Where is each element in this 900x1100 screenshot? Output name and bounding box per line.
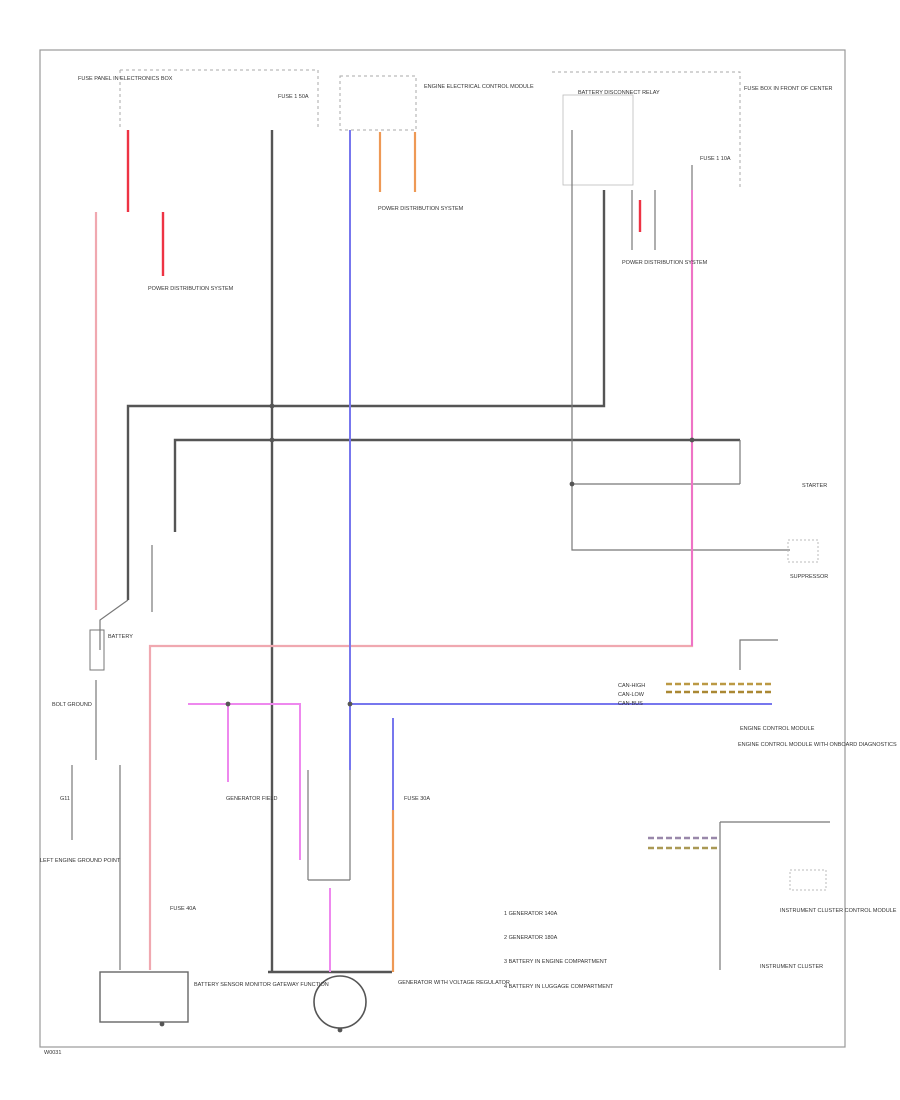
legend-item-1: 1 GENERATOR 140A	[504, 911, 558, 917]
label-inst-cl: INSTRUMENT CLUSTER	[760, 964, 823, 970]
label-suppressor: SUPPRESSOR	[790, 574, 828, 580]
label-fuse-r: FUSE 1 10A	[700, 156, 731, 162]
label-fuse-c: FUSE 30A	[404, 796, 430, 802]
suppressor-box	[787, 539, 819, 563]
splice-dots	[159, 403, 695, 1033]
relay-inner-box	[562, 94, 634, 186]
label-tr-relay: BATTERY DISCONNECT RELAY	[578, 90, 660, 96]
blue-wires	[349, 130, 772, 810]
label-g11: G11	[60, 796, 70, 802]
label-starter: STARTER	[802, 483, 827, 489]
ecu-component-box	[339, 75, 417, 131]
label-fuse-b: FUSE 40A	[170, 906, 196, 912]
label-can-high: CAN-HIGH	[618, 683, 645, 689]
label-can-bus: CAN-BUS	[618, 701, 643, 707]
label-ecu-box: ENGINE ELECTRICAL CONTROL MODULE	[424, 84, 534, 90]
label-fuse-1: FUSE 1 50A	[278, 94, 309, 100]
label-right-box: ENGINE CONTROL MODULE WITH ONBOARD DIAGN…	[738, 742, 897, 748]
label-tr-fuse-box: FUSE BOX IN FRONT OF CENTER	[744, 86, 833, 92]
cluster-module-box	[789, 869, 827, 891]
label-can-low: CAN-LOW	[618, 692, 645, 698]
thin-grey-wires	[71, 130, 830, 970]
legend-item-4: 4 BATTERY IN LUGGAGE COMPARTMENT	[504, 984, 614, 990]
label-tl-box: FUSE PANEL IN ELECTRONICS BOX	[78, 76, 173, 82]
label-gen-f: GENERATOR FIELD	[226, 796, 277, 802]
label-ecm-right: ENGINE CONTROL MODULE	[740, 726, 815, 732]
black-wires	[126, 130, 740, 974]
top-left-component-box	[120, 69, 319, 128]
magenta-wires	[188, 703, 331, 972]
label-battery: BATTERY	[108, 634, 133, 640]
label-pwr-dist2: POWER DISTRIBUTION SYSTEM	[148, 286, 234, 292]
red-wires	[126, 130, 642, 276]
legend-item-2: 2 GENERATOR 180A	[504, 935, 558, 941]
can-bus-wires	[648, 682, 772, 850]
relay-component-box	[552, 71, 741, 190]
label-gen: GENERATOR WITH VOLTAGE REGULATOR	[398, 980, 510, 986]
footer-code: W0031	[44, 1050, 61, 1056]
label-inst-cl2: INSTRUMENT CLUSTER CONTROL MODULE	[780, 908, 897, 914]
label-batt-sensor-box: BATTERY SENSOR MONITOR GATEWAY FUNCTION	[194, 982, 329, 988]
label-ecu-sys: POWER DISTRIBUTION SYSTEM	[622, 260, 708, 266]
battery-sensor-module	[99, 971, 189, 1023]
diagram-frame	[39, 49, 846, 1048]
label-pwr-dist: POWER DISTRIBUTION SYSTEM	[378, 206, 464, 212]
label-left-gnd: LEFT ENGINE GROUND POINT	[40, 858, 121, 864]
legend-item-3: 3 BATTERY IN ENGINE COMPARTMENT	[504, 959, 608, 965]
battery-symbol	[89, 629, 105, 671]
orange-wires	[378, 132, 417, 972]
label-bolt-ground: BOLT GROUND	[52, 702, 92, 708]
